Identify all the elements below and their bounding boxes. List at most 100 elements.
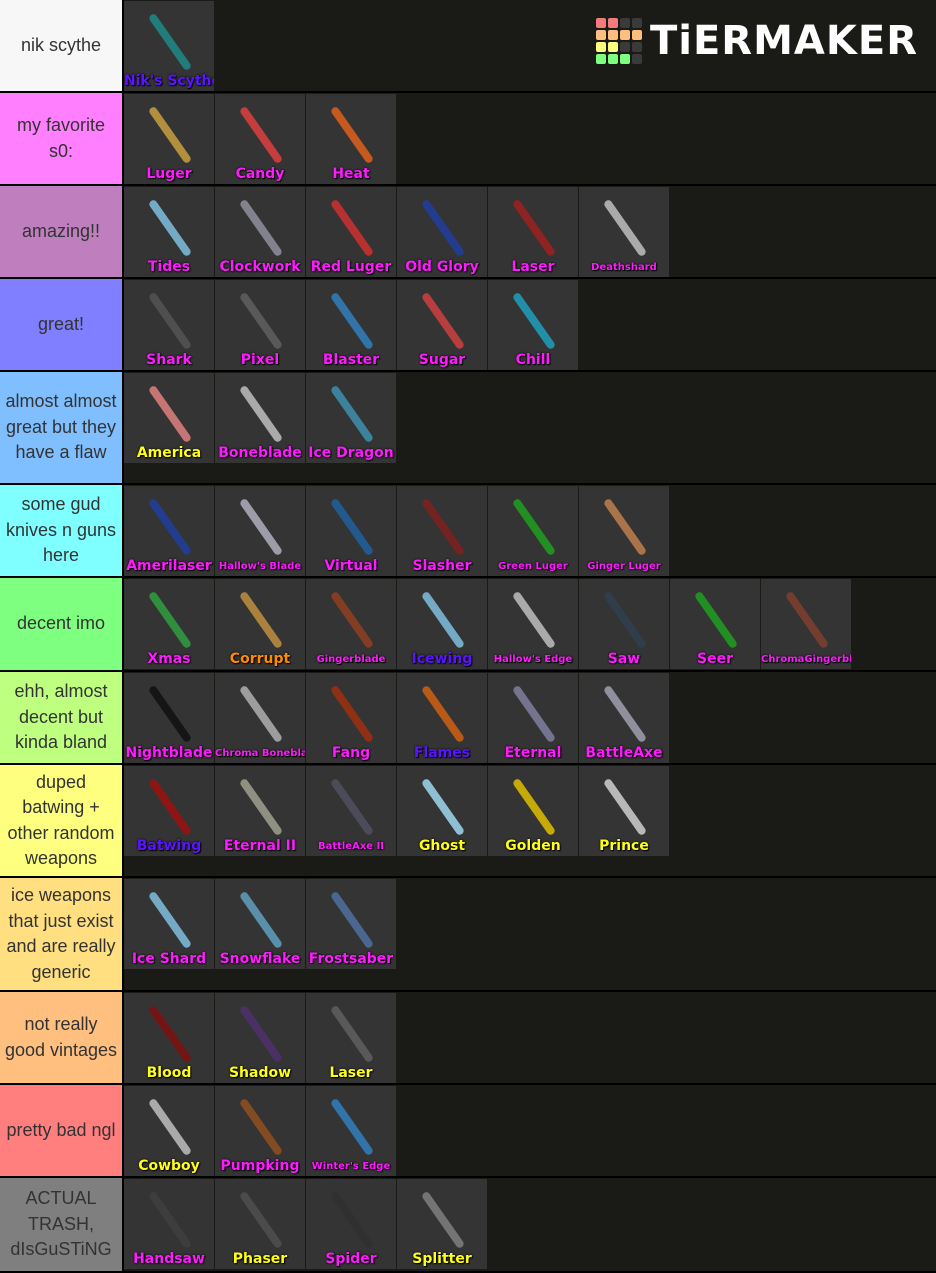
item-name: Xmas [147, 651, 191, 667]
tier-item[interactable]: Laser [306, 993, 396, 1083]
tier-item[interactable]: Luger [124, 94, 214, 184]
tiermaker-logo[interactable]: TiERMAKER [595, 18, 918, 64]
tier-item[interactable]: Blaster [306, 280, 396, 370]
tier-label[interactable]: great! [0, 279, 124, 370]
weapon-image [511, 777, 557, 837]
weapon-image [602, 198, 648, 258]
tier-item[interactable]: Candy [215, 94, 305, 184]
tier-items: Nik's Scythe [124, 0, 214, 91]
weapon-image [238, 1097, 284, 1157]
tier-item[interactable]: Frostsaber [306, 879, 396, 969]
tier-item[interactable]: Virtual [306, 486, 396, 576]
tier-item[interactable]: Winter's Edge [306, 1086, 396, 1176]
item-name: Chill [515, 352, 551, 368]
tier-item[interactable]: Splitter [397, 1179, 487, 1269]
weapon-image [147, 497, 193, 557]
tier-item[interactable]: Xmas [124, 579, 214, 669]
item-name: Ginger Luger [587, 561, 661, 572]
item-name: Heat [332, 166, 370, 182]
tier-item[interactable]: Phaser [215, 1179, 305, 1269]
weapon-image [147, 590, 193, 650]
tier-item[interactable]: Slasher [397, 486, 487, 576]
logo-cell [607, 42, 618, 52]
tier-item[interactable]: Laser [488, 187, 578, 277]
item-name: Shark [146, 352, 192, 368]
tier-item[interactable]: Pixel [215, 280, 305, 370]
item-name: Laser [329, 1065, 373, 1081]
tier-item[interactable]: Red Luger [306, 187, 396, 277]
tier-label[interactable]: duped batwing + other random weapons [0, 765, 124, 876]
tier-item[interactable]: Golden [488, 766, 578, 856]
tier-item[interactable]: Chill [488, 280, 578, 370]
tier-item[interactable]: Flames [397, 673, 487, 763]
tier-item[interactable]: Corrupt [215, 579, 305, 669]
weapon-image [238, 684, 284, 744]
tier-label[interactable]: almost almost great but they have a flaw [0, 372, 124, 483]
tier-item[interactable]: Ice Dragon [306, 373, 396, 463]
weapon-image [420, 684, 466, 744]
tier-item[interactable]: Shadow [215, 993, 305, 1083]
tier-label[interactable]: my favorite s0: [0, 93, 124, 184]
tier-row: ice weapons that just exist and are real… [0, 878, 936, 992]
tier-label[interactable]: pretty bad ngl [0, 1085, 124, 1176]
tier-item[interactable]: BattleAxe II [306, 766, 396, 856]
tier-item[interactable]: Pumpking [215, 1086, 305, 1176]
tier-item[interactable]: Spider [306, 1179, 396, 1269]
weapon-image [147, 291, 193, 351]
tier-item[interactable]: Eternal [488, 673, 578, 763]
tier-label[interactable]: ACTUAL TRASH, dIsGuSTiNG [0, 1178, 124, 1271]
tier-item[interactable]: Gingerblade [306, 579, 396, 669]
tier-item[interactable]: Fang [306, 673, 396, 763]
tier-item[interactable]: Ginger Luger [579, 486, 669, 576]
weapon-image [329, 105, 375, 165]
tier-label[interactable]: ehh, almost decent but kinda bland [0, 672, 124, 763]
weapon-image [329, 684, 375, 744]
tier-item[interactable]: BattleAxe [579, 673, 669, 763]
tier-label[interactable]: amazing!! [0, 186, 124, 277]
weapon-image [329, 384, 375, 444]
tier-item[interactable]: Icewing [397, 579, 487, 669]
tier-item[interactable]: Handsaw [124, 1179, 214, 1269]
tier-item[interactable]: America [124, 373, 214, 463]
tier-label[interactable]: ice weapons that just exist and are real… [0, 878, 124, 990]
weapon-image [602, 497, 648, 557]
tier-item[interactable]: Seer [670, 579, 760, 669]
tier-item[interactable]: Clockwork [215, 187, 305, 277]
tier-item[interactable]: Amerilaser [124, 486, 214, 576]
tier-item[interactable]: Heat [306, 94, 396, 184]
weapon-image [147, 12, 193, 72]
tier-item[interactable]: Batwing [124, 766, 214, 856]
tier-item[interactable]: Boneblade [215, 373, 305, 463]
tier-item[interactable]: Green Luger [488, 486, 578, 576]
tier-item[interactable]: Snowflake [215, 879, 305, 969]
tier-item[interactable]: ChromaGingerblade [761, 579, 851, 669]
tier-item[interactable]: Ghost [397, 766, 487, 856]
item-name: Splitter [412, 1251, 472, 1267]
tier-item[interactable]: Saw [579, 579, 669, 669]
tier-item[interactable]: Tides [124, 187, 214, 277]
tier-item[interactable]: Hallow's Blade [215, 486, 305, 576]
tier-item[interactable]: Hallow's Edge [488, 579, 578, 669]
tier-item[interactable]: Eternal II [215, 766, 305, 856]
tier-item[interactable]: Prince [579, 766, 669, 856]
tier-item[interactable]: Chroma Boneblade [215, 673, 305, 763]
tier-item[interactable]: Nik's Scythe [124, 1, 214, 91]
tier-item[interactable]: Shark [124, 280, 214, 370]
tier-item[interactable]: Blood [124, 993, 214, 1083]
tier-label[interactable]: nik scythe [0, 0, 124, 91]
tier-item[interactable]: Deathshard [579, 187, 669, 277]
item-name: Flames [413, 745, 471, 761]
tier-label[interactable]: not really good vintages [0, 992, 124, 1083]
tier-label[interactable]: decent imo [0, 578, 124, 670]
tier-item[interactable]: Ice Shard [124, 879, 214, 969]
tier-item[interactable]: Cowboy [124, 1086, 214, 1176]
tier-item[interactable]: Old Glory [397, 187, 487, 277]
weapon-image [420, 497, 466, 557]
tier-item[interactable]: Nightblade [124, 673, 214, 763]
tier-label[interactable]: some gud knives n guns here [0, 485, 124, 576]
weapon-image [147, 1190, 193, 1250]
weapon-image [238, 198, 284, 258]
tier-item[interactable]: Sugar [397, 280, 487, 370]
